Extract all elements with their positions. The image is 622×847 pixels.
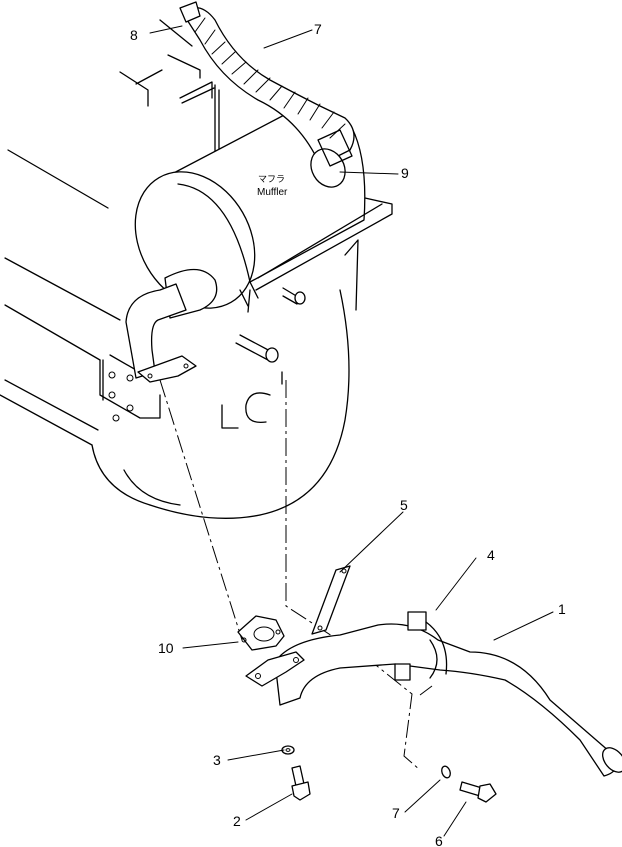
bolt-left (291, 765, 311, 801)
gasket (237, 615, 285, 651)
muffler-label-japanese: マフラ (258, 174, 285, 184)
muffler-outlet-elbow (125, 283, 197, 383)
callout-number-10: 10 (158, 640, 174, 656)
callout-number-4: 4 (487, 547, 495, 563)
engine-block (0, 19, 359, 519)
wrapped-exhaust-hose (179, 1, 355, 188)
callout-number-1: 1 (558, 601, 566, 617)
exhaust-pipe (245, 623, 622, 777)
bolt-right (459, 781, 497, 803)
assembly-centerlines (159, 379, 433, 771)
muffler (134, 107, 393, 319)
callout-number-6: 6 (435, 833, 443, 847)
callout-number-7: 7 (392, 805, 400, 821)
pipe-clamp (394, 611, 448, 681)
callout-number-2: 2 (233, 813, 241, 829)
leader-lines (149, 25, 554, 837)
callout-number-9-lower: 9 (401, 165, 409, 181)
callout-number-3: 3 (213, 752, 221, 768)
callout-number-5: 5 (400, 497, 408, 513)
muffler-label-english: Muffler (257, 187, 288, 198)
callout-number-8: 7 (314, 21, 322, 37)
bracket (311, 565, 351, 635)
washer-right (441, 765, 451, 779)
callout-number-9-top: 8 (130, 27, 138, 43)
